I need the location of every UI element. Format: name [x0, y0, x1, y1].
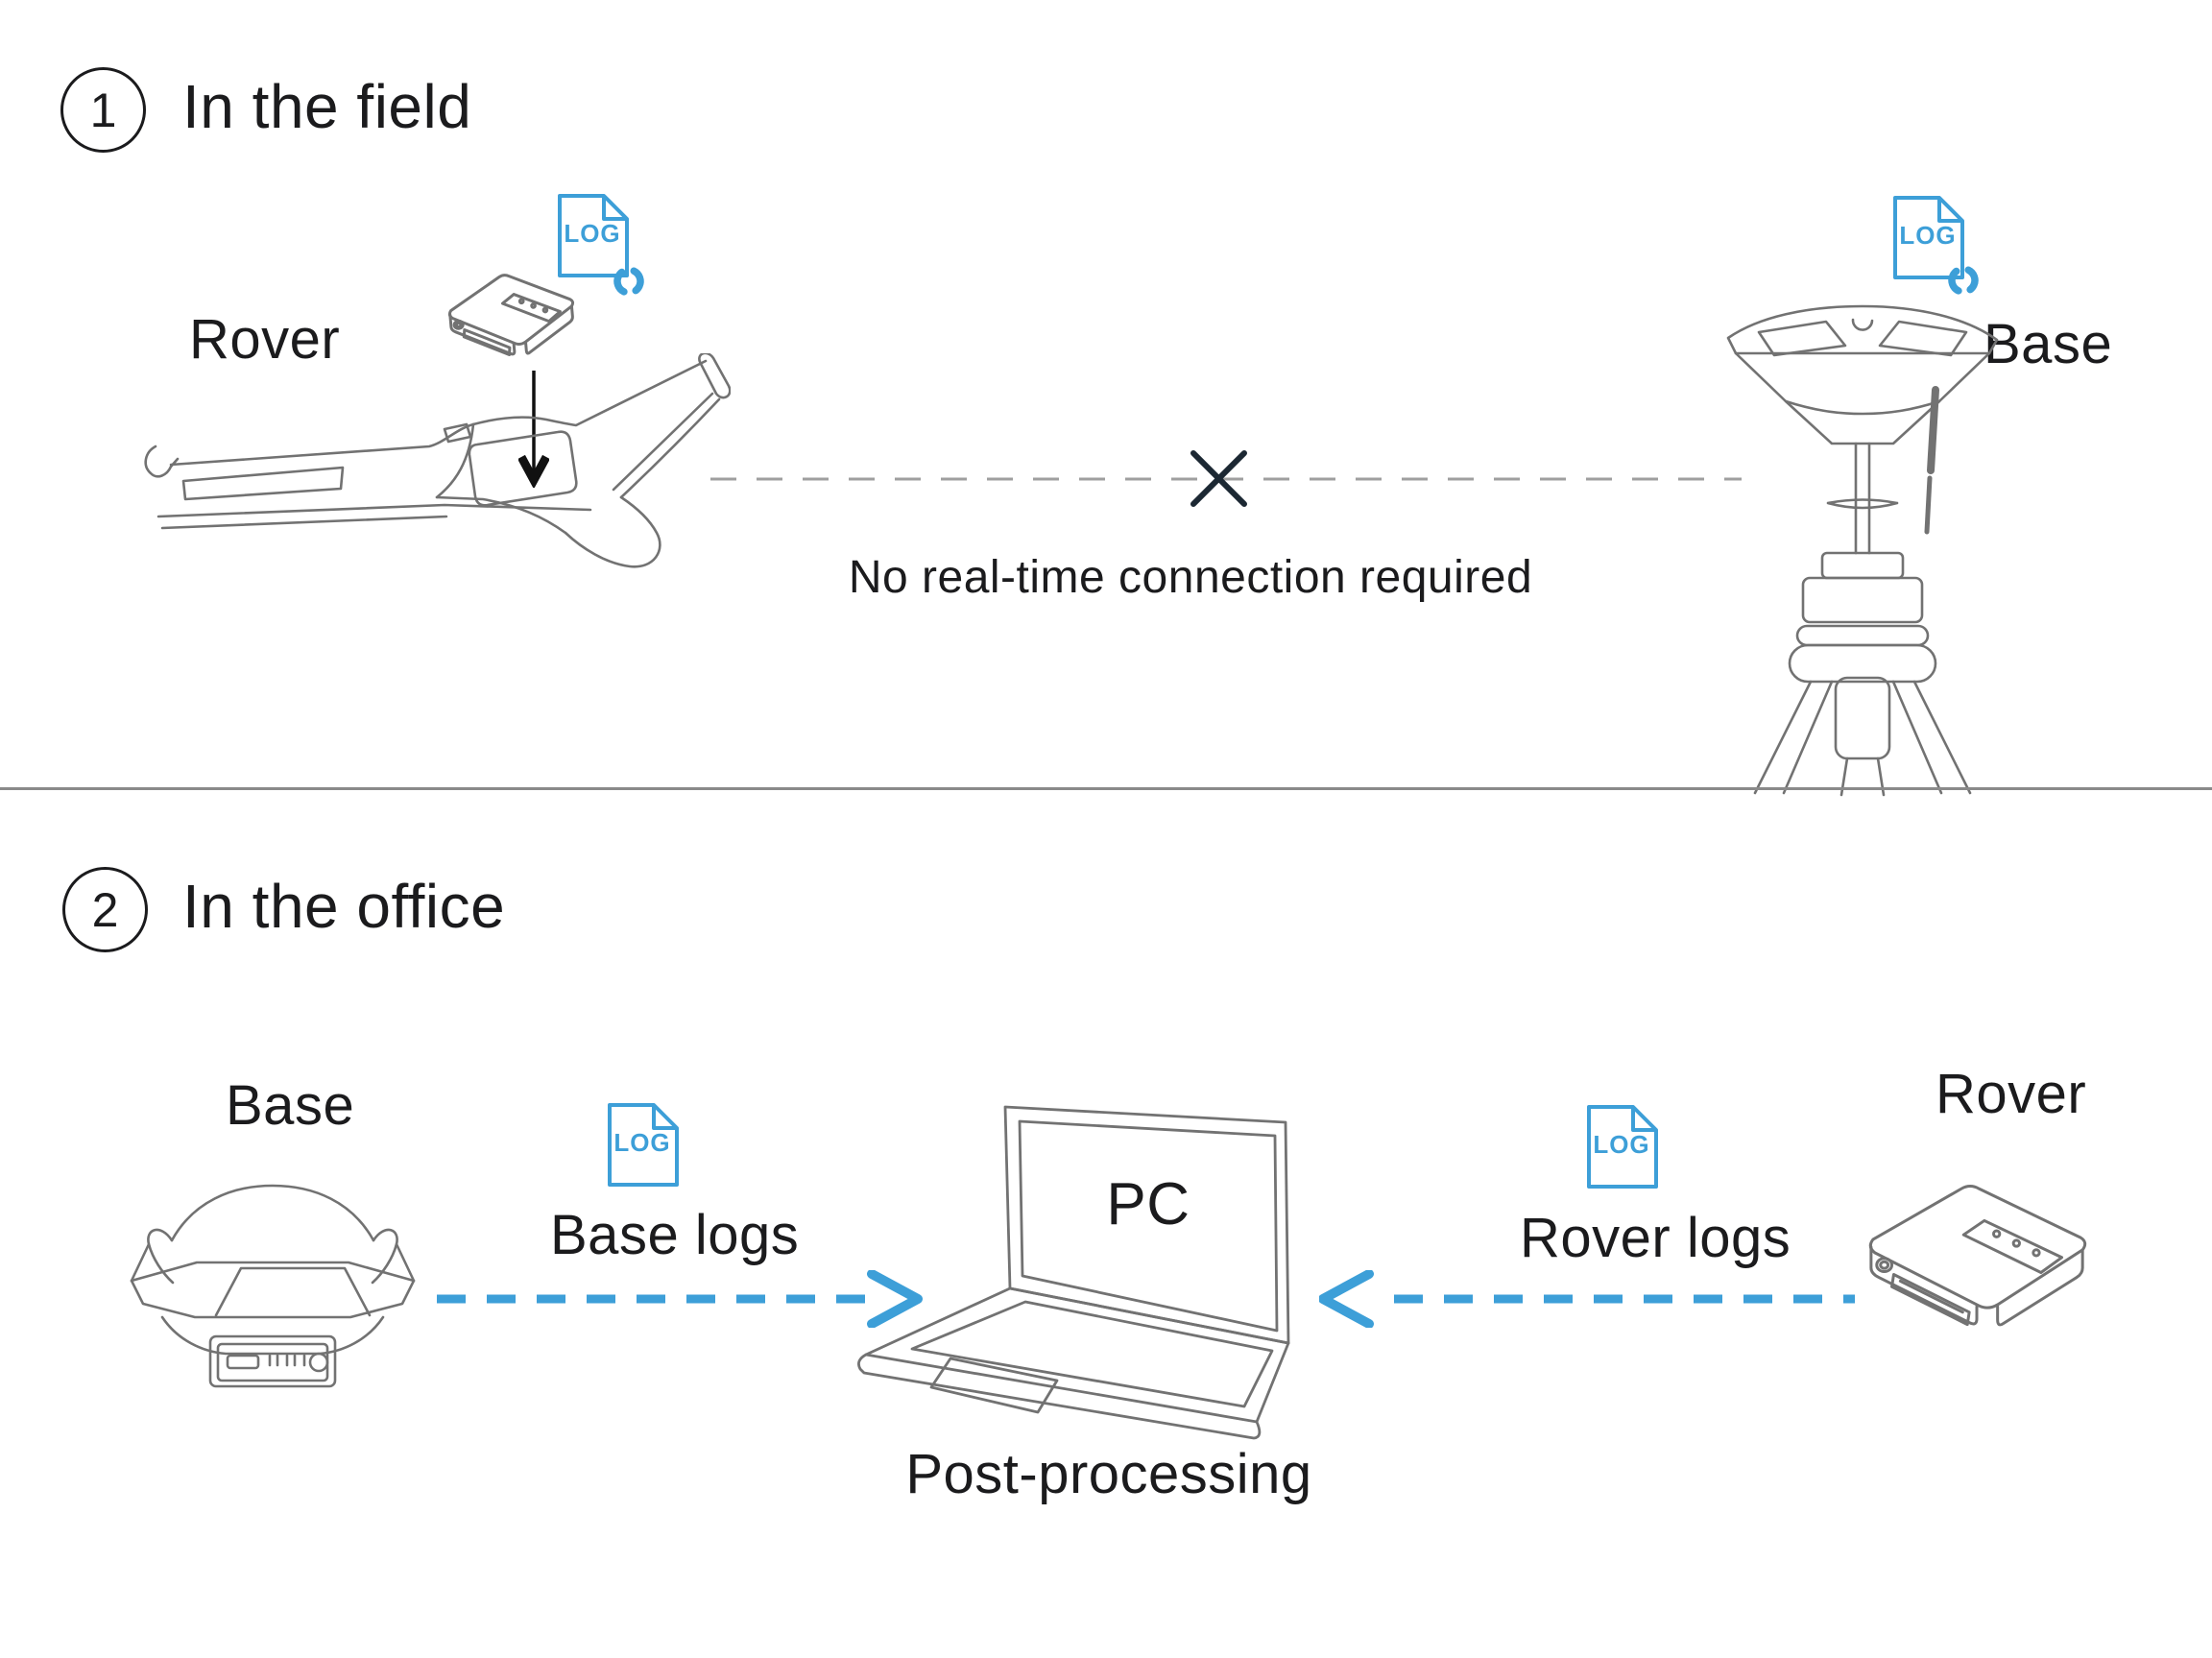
log-file-icon: LOG	[1892, 195, 1965, 280]
base-logs-label: Base logs	[550, 1204, 800, 1266]
log-file-icon: LOG	[557, 193, 630, 278]
section-title-office: In the office	[182, 872, 506, 941]
rover-module-illustration-field	[444, 267, 583, 382]
rover-label-field: Rover	[189, 308, 341, 371]
log-icon-label: LOG	[613, 1128, 671, 1157]
no-connection-note: No real-time connection required	[848, 552, 1533, 603]
sync-icon	[611, 263, 647, 300]
dashed-link-line	[710, 476, 1742, 482]
step-2-badge: 2	[62, 867, 148, 952]
no-connection-x-icon	[1189, 448, 1249, 509]
pc-label: PC	[1106, 1171, 1190, 1237]
base-station-illustration	[1719, 301, 2007, 797]
rover-label-office: Rover	[1936, 1063, 2087, 1125]
log-icon-label: LOG	[1899, 221, 1957, 250]
step-1-number: 1	[89, 83, 117, 137]
step-2-number: 2	[91, 882, 119, 937]
rover-module-illustration-office	[1864, 1183, 2091, 1364]
base-label-office: Base	[226, 1074, 355, 1137]
step-1-badge: 1	[60, 67, 146, 153]
arrow-down-icon	[518, 371, 549, 488]
log-file-icon: LOG	[1586, 1104, 1659, 1189]
log-file-icon: LOG	[607, 1102, 680, 1188]
section-title-field: In the field	[182, 72, 472, 141]
sync-icon	[1945, 262, 1982, 299]
log-icon-label: LOG	[564, 219, 621, 248]
rover-logs-label: Rover logs	[1520, 1207, 1791, 1269]
laptop-illustration	[853, 1102, 1313, 1440]
base-label-field: Base	[1984, 313, 2113, 375]
drone-illustration	[139, 353, 731, 589]
base-receiver-illustration	[118, 1177, 427, 1394]
base-logs-arrow	[435, 1270, 926, 1328]
log-icon-label: LOG	[1593, 1130, 1650, 1159]
post-processing-label: Post-processing	[905, 1443, 1312, 1505]
section-divider	[0, 787, 2212, 790]
rover-logs-arrow	[1319, 1270, 1857, 1328]
